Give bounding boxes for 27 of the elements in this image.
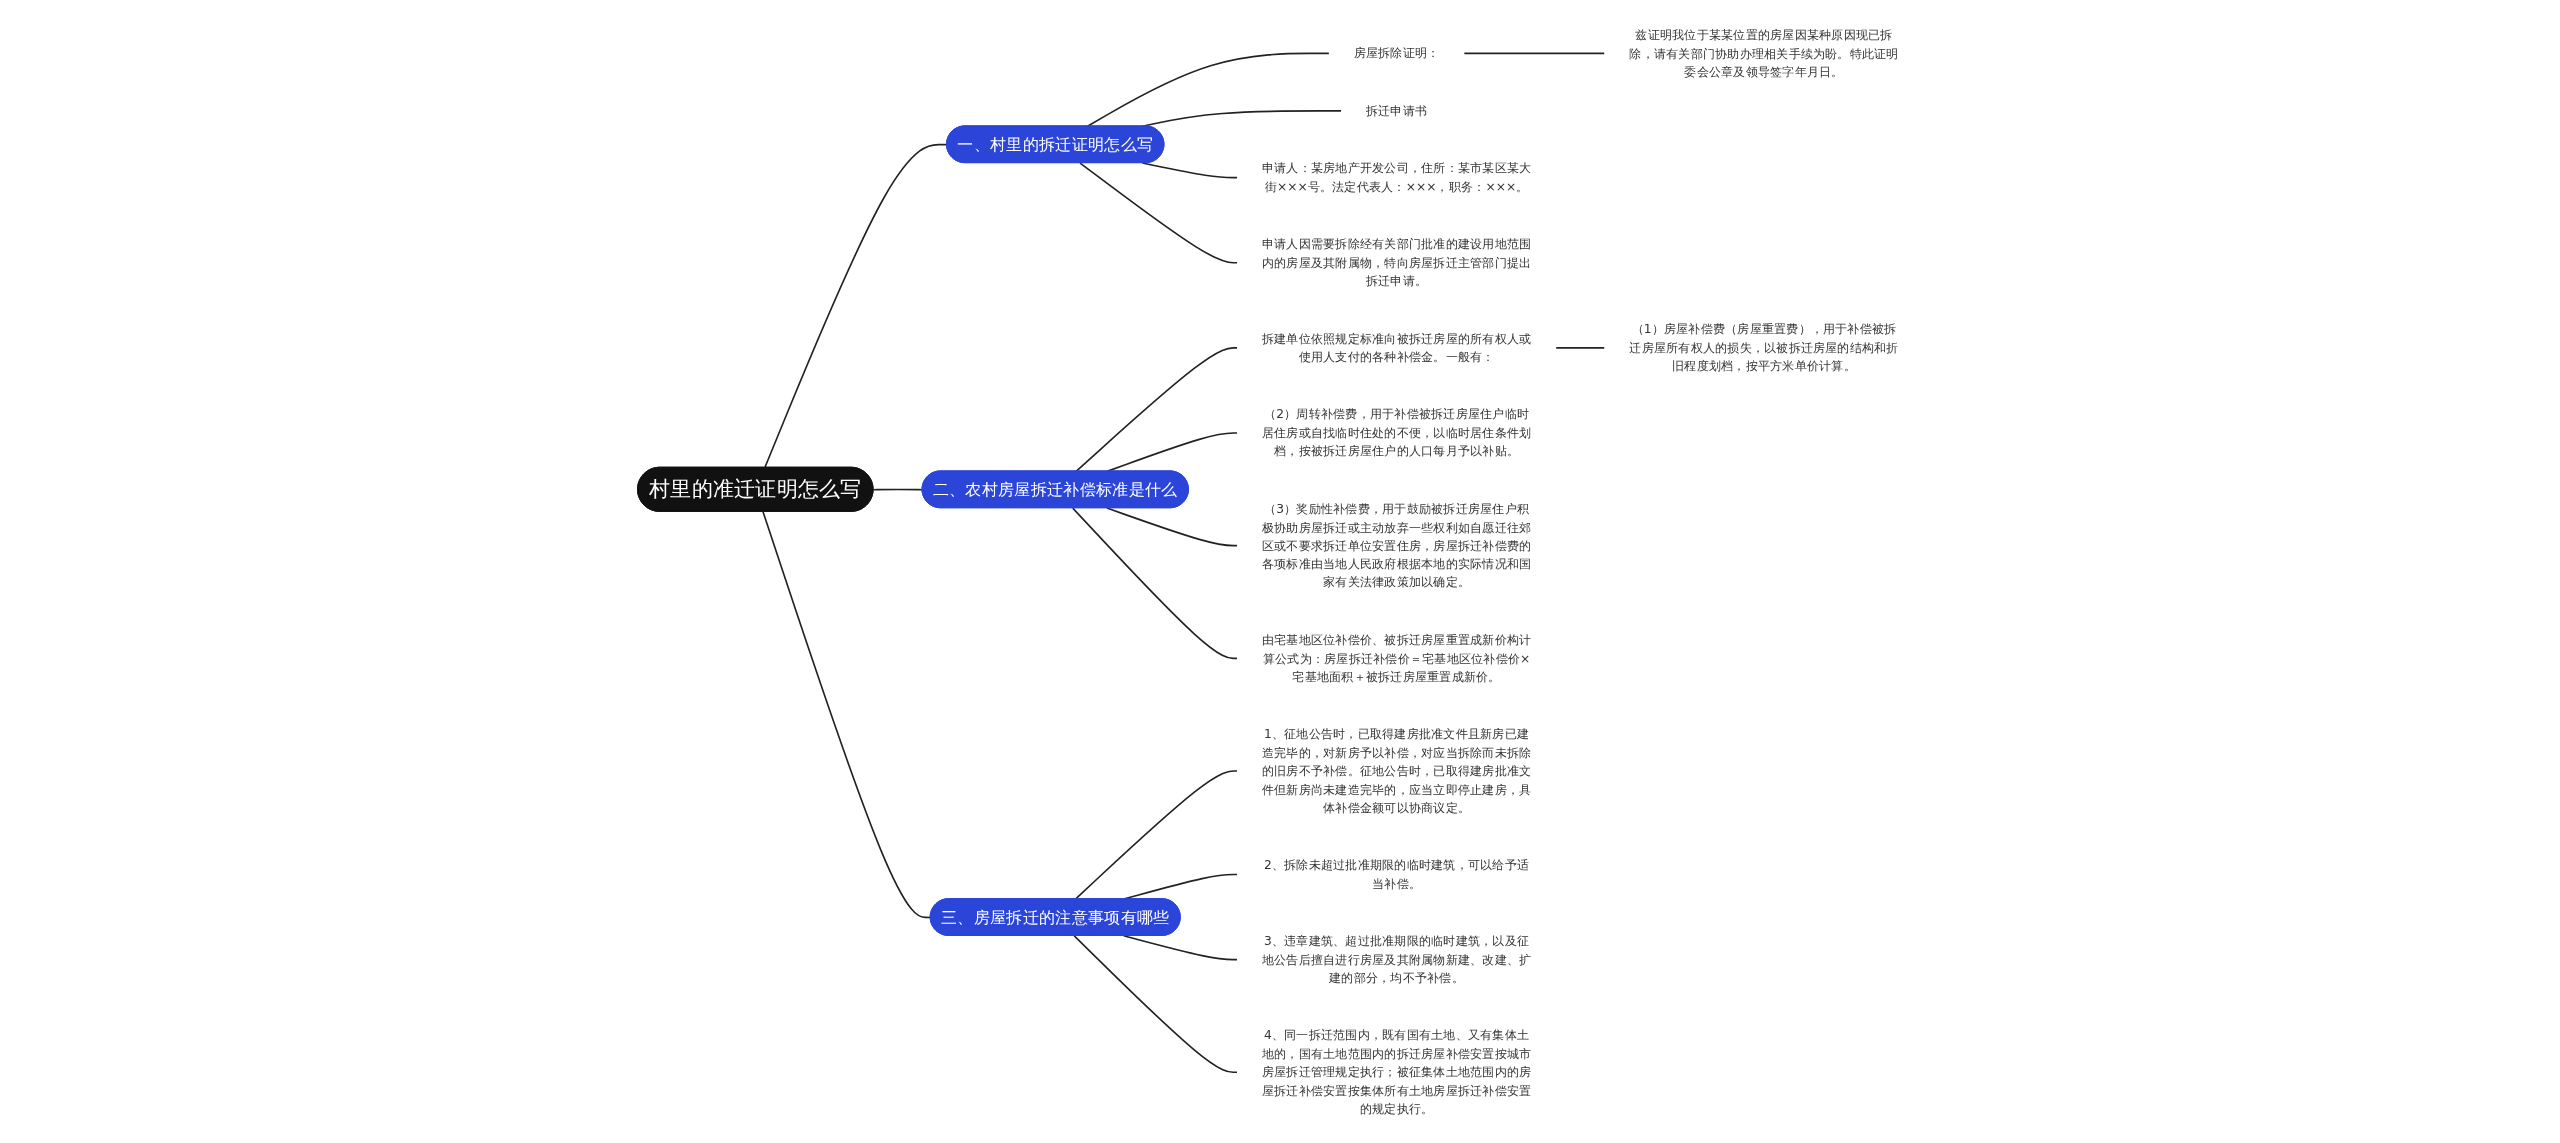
connector bbox=[1071, 506, 1238, 659]
node-text: 房屋拆除证明： bbox=[1353, 45, 1440, 60]
connector bbox=[1086, 52, 1330, 127]
connector bbox=[1141, 161, 1238, 178]
node-text: 兹证明我位于某某位置的房屋因某种原因现已拆除，请有关部门协助办理相关手续为盼。特此证明委会公章及领导签字年月日。 bbox=[1628, 26, 1899, 79]
node-text: 3、违章建筑、超过批准期限的临时建筑，以及征地公告后擅自进行房屋及其附属物新建、改建、扩建的部分，均不予补偿。 bbox=[1261, 933, 1531, 985]
connector bbox=[872, 488, 923, 491]
node-text: 2、拆除未超过批准期限的临时建筑，可以给予适当补偿。 bbox=[1263, 857, 1529, 891]
connector bbox=[1074, 346, 1238, 472]
node-text: 1、征地公告时，已取得建房批准文件且新房已建造完毕的，对新房予以补偿，对应当拆除而未拆除的旧房不予补偿。征地公告时，已取得建房批准文件但新房尚未建造完毕的，应当立即停止建房，具体补偿金额可以协商议定。 bbox=[1261, 726, 1531, 815]
node-text: 由宅基地区位补偿价、被拆迁房屋重置成新价构计算公式为：房屋拆迁补偿价＝宅基地区位补偿价×宅基地面积＋被拆迁房屋重置成新价。 bbox=[1261, 631, 1531, 684]
node-text: （1）房屋补偿费（房屋重置费），用于补偿被拆迁房屋所有权人的损失，以被拆迁房屋的结构和折旧程度划档，按平方米单价计算。 bbox=[1628, 321, 1899, 373]
node-text: 申请人因需要拆除经有关部门批准的建设用地范围内的房屋及其附属物，特向房屋拆迁主管部门提出拆迁申请。 bbox=[1261, 236, 1531, 288]
connector bbox=[1105, 506, 1238, 546]
node-text: （3）奖励性补偿费，用于鼓励被拆迁房屋住户积极协助房屋拆迁或主动放弃一些权利如自愿迁往郊区或不要求拆迁单位安置住房，房屋拆迁补偿费的各项标准由当地人民政府根据本地的实际情况和国家有关法律政策加以确定。 bbox=[1261, 500, 1531, 590]
connector bbox=[1073, 934, 1238, 1073]
node-text: 拆建单位依照规定标准向被拆迁房屋的所有权人或使用人支付的各种补偿金。一般有： bbox=[1261, 330, 1531, 364]
node-text: 4、同一拆迁范围内，既有国有土地、又有集体土地的，国有土地范围内的拆迁房屋补偿安置按城市房屋拆迁管理规定执行；被征集体土地范围内的房屋拆迁补偿安置按集体所有土地房屋拆迁补偿安置的规定执行。 bbox=[1261, 1027, 1531, 1116]
connector bbox=[1078, 161, 1238, 264]
connector bbox=[1074, 769, 1238, 900]
connector bbox=[1462, 52, 1606, 54]
node-text: （2）周转补偿费，用于补偿被拆迁房屋住户临时居住房或自找临时住处的不便，以临时居住条件划档，按被拆迁房屋住户的人口每月予以补贴。 bbox=[1261, 406, 1531, 458]
connector bbox=[763, 143, 948, 468]
connector bbox=[1554, 346, 1606, 349]
node-text: 拆迁申请书 bbox=[1365, 102, 1427, 118]
node-text: 申请人：某房地产开发公司，住所：某市某区某大街×××号。法定代表人：×××，职务：×××。 bbox=[1261, 160, 1531, 194]
connector bbox=[1122, 934, 1238, 960]
